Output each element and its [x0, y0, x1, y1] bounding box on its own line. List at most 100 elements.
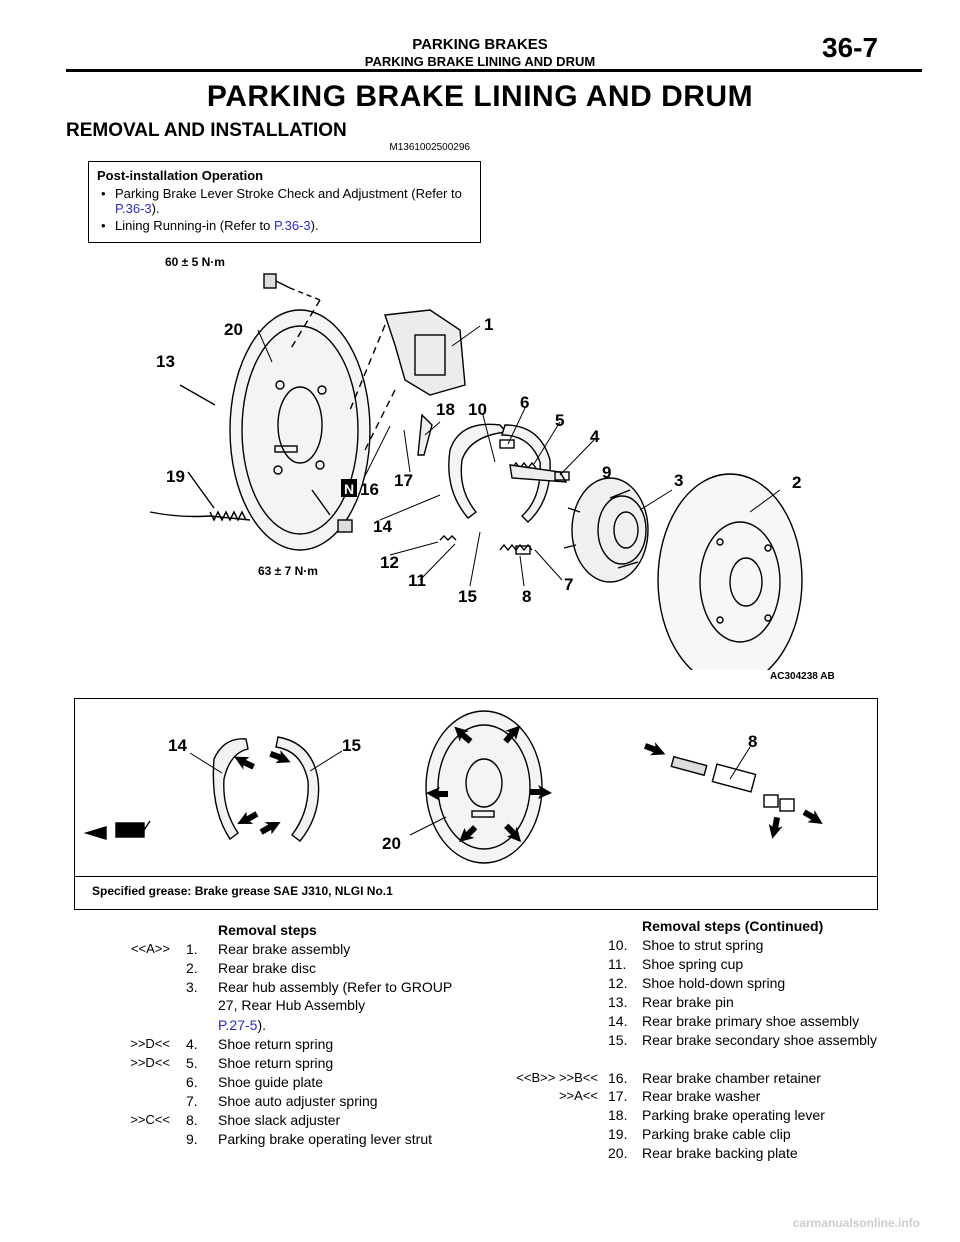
removal-step: >>D<<4.Shoe return spring	[0, 1035, 960, 1054]
reference-link[interactable]: P.36-3	[115, 201, 152, 216]
reference-link[interactable]: P.36-3	[273, 218, 311, 233]
removal-step: 11. Shoe spring cup	[0, 955, 960, 974]
step-text-main: Rear brake secondary shoe assembly	[642, 1032, 878, 1048]
n-mark: N	[344, 481, 354, 497]
callout-16: 16	[360, 480, 379, 499]
step-number: 15.	[608, 1032, 628, 1048]
removal-step: 13. Rear brake pin	[0, 993, 960, 1012]
step-number: 3.	[186, 979, 198, 995]
step-number: 13.	[608, 994, 628, 1010]
step-text-main: Shoe to strut spring	[642, 937, 764, 953]
post-installation-title: Post-installation Operation	[97, 168, 264, 183]
reference-link[interactable]: P.27-5	[218, 1017, 258, 1033]
step-text: Shoe guide plate	[218, 1073, 458, 1091]
header-subsection: PARKING BRAKE LINING AND DRUM	[364, 54, 596, 69]
post-installation-item: Lining Running-in (Refer to P.36-3).	[97, 218, 472, 233]
step-text: Shoe auto adjuster spring	[218, 1092, 458, 1110]
hub-drawing	[563, 477, 649, 583]
doc-code: M1361002500296	[389, 142, 470, 153]
step-text-main: Parking brake cable clip	[642, 1126, 791, 1142]
top-bolt-drawing	[263, 273, 321, 351]
step-tag: >>A<<	[558, 1088, 598, 1103]
step-tag: >>D<<	[130, 1036, 170, 1051]
step-tag: >>C<<	[130, 1112, 170, 1127]
step-text-main: Parking brake operating lever	[642, 1107, 825, 1123]
step-text: Rear brake primary shoe assembly	[642, 1012, 892, 1030]
step-tag: >>D<<	[130, 1055, 170, 1070]
item-tail: ).	[310, 218, 319, 233]
steps-right-heading: Removal steps (Continued)	[642, 918, 824, 934]
callout-1: 1	[484, 315, 493, 334]
removal-step: 2. Rear brake disc	[0, 959, 960, 978]
removal-step: 12.Shoe hold-down spring	[0, 974, 960, 993]
adjuster-grease-drawing	[670, 755, 795, 812]
step-text-main: Rear brake disc	[218, 960, 317, 976]
removal-step: >>A<<17.Rear brake washer	[0, 1087, 960, 1106]
post-installation-box: Post-installation Operation Parking Brak…	[88, 161, 481, 243]
step-number: 5.	[186, 1055, 198, 1071]
post-installation-item: Parking Brake Lever Stroke Check and Adj…	[97, 186, 472, 216]
step-text-main: Rear brake primary shoe assembly	[642, 1013, 860, 1029]
step-text: Shoe slack adjuster	[218, 1111, 458, 1129]
step-text: Shoe to strut spring	[642, 936, 892, 954]
step-text: Rear brake disc	[218, 959, 458, 977]
callout-14: 14	[373, 517, 392, 536]
step-number: 11.	[608, 956, 627, 972]
leader-lines	[257, 325, 781, 587]
step-text: Rear brake washer	[642, 1087, 892, 1105]
step-tag: <<A>>	[130, 941, 170, 956]
shoes-grease-drawing	[212, 736, 320, 842]
grease-callout-15: 15	[342, 736, 361, 755]
step-number: 9.	[186, 1131, 198, 1147]
callout-3: 3	[674, 471, 683, 490]
callout-2: 2	[792, 473, 801, 492]
step-text: Parking brake cable clip	[642, 1125, 892, 1143]
torque-spec-top: 60 ± 5 N·m	[165, 255, 225, 269]
step-text-main: Shoe auto adjuster spring	[218, 1093, 378, 1109]
removal-step: 3.Rear hub assembly (Refer to GROUP 27, …	[0, 978, 960, 1034]
step-text: Rear brake pin	[642, 993, 892, 1011]
step-text-main: Shoe return spring	[218, 1036, 334, 1052]
step-text: Rear brake secondary shoe assembly	[642, 1031, 892, 1049]
step-number: 7.	[186, 1093, 198, 1109]
backing-plate-grease-drawing	[425, 710, 543, 864]
callout-7: 7	[564, 575, 573, 594]
removal-step: >>C<< 8. Shoe slack adjuster	[0, 1111, 960, 1130]
step-text: Shoe return spring	[218, 1054, 458, 1072]
callout-17: 17	[394, 471, 413, 490]
springs-drawing	[439, 461, 537, 555]
step-number: 2.	[186, 960, 198, 976]
header-section: PARKING BRAKES	[412, 36, 548, 53]
callout-11: 11	[408, 571, 426, 590]
removal-step: 7. Shoe auto adjuster spring	[0, 1092, 960, 1111]
torque-spec-bottom: 63 ± 7 N·m	[258, 564, 318, 578]
step-number: 8.	[186, 1112, 198, 1128]
step-text: Shoe return spring	[218, 1035, 458, 1053]
step-number: 1.	[186, 941, 198, 957]
step-text-main: Shoe return spring	[218, 1055, 334, 1071]
n-mark-box	[341, 479, 357, 497]
callout-5: 5	[555, 411, 564, 430]
step-text-main: Parking brake operating lever strut	[218, 1131, 432, 1147]
grease-gun-icon	[83, 820, 151, 840]
step-text: Shoe hold-down spring	[642, 974, 892, 992]
step-text: Parking brake operating lever strut	[218, 1130, 458, 1148]
removal-step: >>D<< 5. Shoe return spring	[0, 1054, 960, 1073]
step-text: Rear brake assembly	[218, 940, 458, 958]
bottom-bolt-drawing	[311, 489, 353, 533]
grease-callout-8: 8	[748, 732, 757, 751]
watermark: carmanualsonline.info	[792, 1216, 920, 1230]
callout-12: 12	[380, 553, 399, 572]
step-text: Parking brake operating lever	[642, 1106, 892, 1124]
step-text-main: Rear brake assembly	[218, 941, 351, 957]
removal-step: 10. Shoe to strut spring	[0, 936, 960, 955]
step-text: Rear brake backing plate	[642, 1144, 892, 1162]
step-text: Rear brake chamber retainer	[642, 1069, 892, 1087]
removal-step: 15. Rear brake secondary shoe assembly	[0, 1031, 960, 1069]
callout-20: 20	[224, 320, 243, 339]
step-text: Shoe spring cup	[642, 955, 892, 973]
step-number: 10.	[608, 937, 628, 953]
step-text-main: Shoe slack adjuster	[218, 1112, 341, 1128]
caliper-drawing	[349, 309, 466, 451]
removal-step: 19.Parking brake cable clip	[0, 1125, 960, 1144]
